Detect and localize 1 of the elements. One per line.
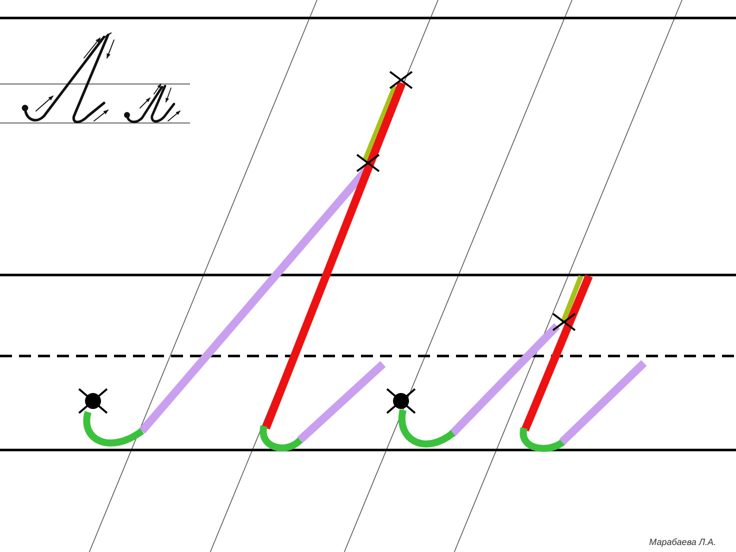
author-caption: Марабаева Л.А.	[649, 537, 716, 548]
